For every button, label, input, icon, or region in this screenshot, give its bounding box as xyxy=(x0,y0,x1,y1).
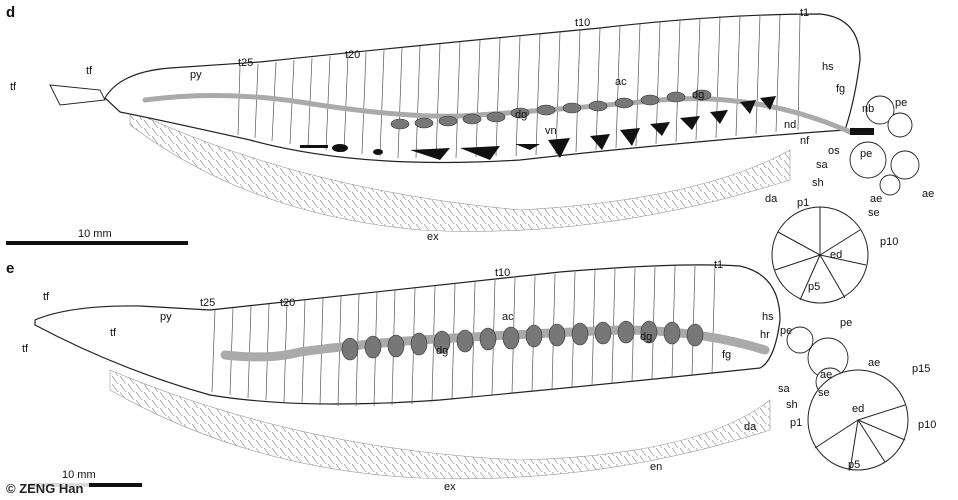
label: ex xyxy=(444,481,456,493)
panel-d-digestive-glands xyxy=(390,89,712,130)
label: sh xyxy=(786,399,798,411)
label: p1 xyxy=(797,197,809,209)
label: da xyxy=(765,193,778,205)
panel-d-body-outline xyxy=(104,13,861,164)
label: py xyxy=(190,69,202,81)
label: t1 xyxy=(714,259,723,271)
image-credit: © ZENG Han xyxy=(0,478,90,500)
label: t25 xyxy=(238,57,253,69)
label: tf xyxy=(110,327,117,339)
label: dg xyxy=(515,109,527,121)
panel-d-head xyxy=(849,95,920,196)
label: ex xyxy=(427,231,439,243)
scale-bar-label: 10 mm xyxy=(78,228,112,240)
panel-e-digestive-glands xyxy=(341,320,704,361)
label: p10 xyxy=(918,419,936,431)
label: ac xyxy=(502,311,514,323)
label: da xyxy=(744,421,757,433)
label: ac xyxy=(615,76,627,88)
panel-d-labels: tf tf py t25 t20 t10 t1 hs fg nb pe ac d… xyxy=(10,7,934,293)
label: p15 xyxy=(912,363,930,375)
label: os xyxy=(828,145,840,157)
panel-e-appendage xyxy=(807,369,909,471)
label: ed xyxy=(830,249,842,261)
label: tf xyxy=(10,81,17,93)
label: hr xyxy=(760,329,770,341)
panel-d-limbs xyxy=(129,109,791,232)
label: hs xyxy=(762,311,774,323)
label: fg xyxy=(722,349,731,361)
label: t25 xyxy=(200,297,215,309)
label: dg xyxy=(640,331,652,343)
panel-e-body-outline xyxy=(34,264,781,405)
label: p10 xyxy=(880,236,898,248)
label: ae xyxy=(870,193,882,205)
label: dg xyxy=(692,89,704,101)
label: ed xyxy=(852,403,864,415)
label: hs xyxy=(822,61,834,73)
label: ae xyxy=(922,188,934,200)
panel-letter-d: d xyxy=(6,4,15,21)
label: nd xyxy=(784,119,796,131)
label: tf xyxy=(43,291,50,303)
panel-d-appendage xyxy=(771,206,869,304)
label: t10 xyxy=(575,17,590,29)
panel-letter-e: e xyxy=(6,260,14,277)
label: sh xyxy=(812,177,824,189)
label: fg xyxy=(836,83,845,95)
label: nf xyxy=(800,135,810,147)
label: vn xyxy=(545,125,557,137)
panel-e-limbs xyxy=(109,369,771,480)
label: t1 xyxy=(800,7,809,19)
label: p5 xyxy=(848,459,860,471)
label: tf xyxy=(22,343,29,355)
label: pe xyxy=(895,97,907,109)
label: t10 xyxy=(495,267,510,279)
label: sa xyxy=(816,159,829,171)
panel-d-ventral-nerve xyxy=(300,96,874,160)
panel-d-tail xyxy=(49,84,106,106)
panel-e: e xyxy=(6,259,936,493)
label: p5 xyxy=(808,281,820,293)
label: nb xyxy=(862,103,874,115)
label: se xyxy=(818,387,830,399)
label: py xyxy=(160,311,172,323)
label: t20 xyxy=(345,49,360,61)
label: tf xyxy=(86,65,93,77)
label: pe xyxy=(780,325,792,337)
label: pe xyxy=(860,148,872,160)
label: pe xyxy=(840,317,852,329)
label: ae xyxy=(868,357,880,369)
label: t20 xyxy=(280,297,295,309)
label: sa xyxy=(778,383,791,395)
panel-d: d xyxy=(6,4,934,304)
panel-d-scale-bar: 10 mm xyxy=(6,228,188,245)
label: ae xyxy=(820,369,832,381)
label: p1 xyxy=(790,417,802,429)
panel-e-labels: tf tf tf py t25 t20 t10 t1 hs hr pe pe a… xyxy=(22,259,936,493)
label: en xyxy=(650,461,662,473)
label: se xyxy=(868,207,880,219)
label: dg xyxy=(436,345,448,357)
